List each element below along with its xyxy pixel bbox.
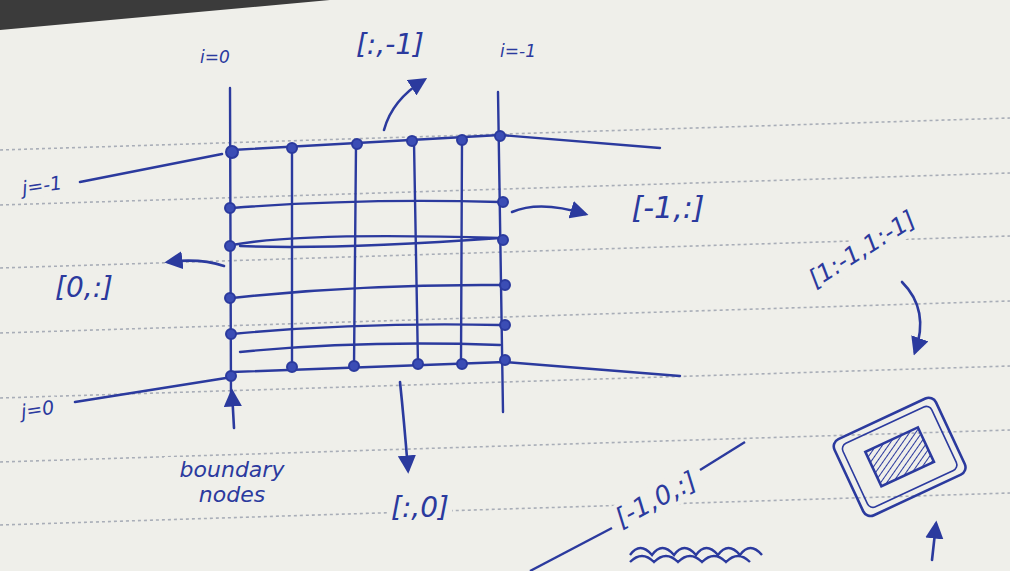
leader-line [75, 378, 226, 402]
pointer-arrows [75, 80, 936, 560]
interior-sketch [831, 395, 968, 518]
grid-line [232, 285, 500, 298]
grid-line [232, 324, 500, 334]
grid-line [240, 344, 500, 352]
slice-label: [1:-1,1:-1] [801, 205, 923, 296]
bottom-boundary [232, 362, 680, 376]
axis-index: j=0 [17, 396, 59, 423]
leader-line [80, 154, 222, 182]
grid-line [232, 236, 500, 247]
grid-line [461, 140, 462, 364]
slice-label: [:,0] [388, 492, 452, 524]
pointer-arrow [932, 524, 936, 560]
pointer-arrow [902, 282, 920, 352]
grid-line [354, 145, 356, 367]
crossed-out-label: [-1,0,:] [607, 465, 704, 536]
pointer-arrow [168, 261, 224, 266]
axis-index: j=-1 [18, 172, 67, 200]
ruled-lines [0, 118, 1010, 525]
crossed-out-note [530, 442, 762, 571]
grid-line [232, 201, 500, 208]
slice-label: [0,:] [52, 272, 116, 304]
axis-index: i=-1 [497, 42, 539, 62]
axis-index: i=0 [197, 48, 233, 68]
slice-label: [:,-1] [353, 29, 427, 61]
boundary-dots [225, 131, 510, 381]
annotation: boundary nodes [164, 457, 300, 508]
pointer-arrow [384, 80, 424, 130]
page-corner [0, 0, 330, 30]
pointer-arrow [232, 392, 234, 428]
grid-line [291, 148, 293, 368]
pointer-arrow [400, 382, 408, 470]
grid-line [414, 142, 418, 366]
slice-label: [-1,:] [629, 191, 708, 226]
grid [230, 88, 680, 412]
pointer-arrow [512, 206, 585, 214]
